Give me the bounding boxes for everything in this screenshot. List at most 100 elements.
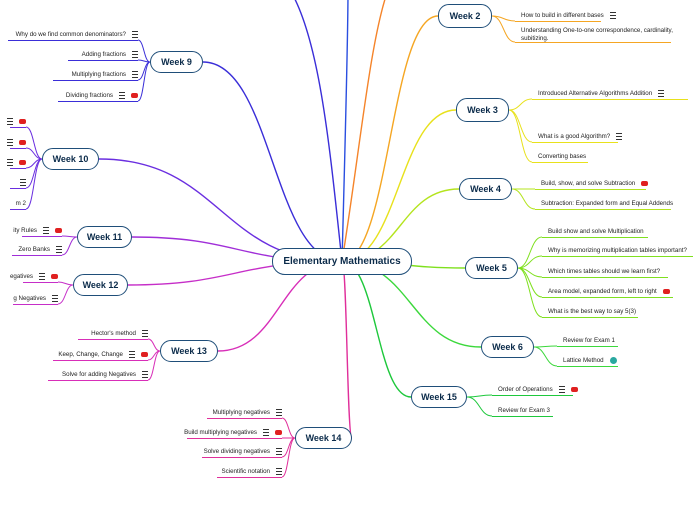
subtopic-item[interactable]: Build show and solve Multiplication [548,228,644,236]
subtopic-item[interactable]: Build, show, and solve Subtraction [541,180,649,188]
subtopic-item[interactable]: What is a good Algorithm? [538,133,623,141]
week-node[interactable]: Week 4 [459,178,512,200]
week-node[interactable]: Week 15 [411,386,467,408]
leaf-underline [532,162,588,163]
notes-icon[interactable] [56,246,62,253]
notes-icon[interactable] [20,179,26,186]
subtopic-item[interactable]: Build multiplying negatives [184,429,282,437]
notes-icon[interactable] [7,118,13,125]
subtopic-label: Keep, Change, Change [58,351,123,359]
subtopic-item[interactable]: Review for Exam 1 [563,337,615,345]
notes-icon[interactable] [616,133,623,140]
attachment-badge-icon[interactable] [275,430,282,435]
notes-icon[interactable] [658,90,665,97]
notes-icon[interactable] [276,448,282,455]
leaf-connector [61,235,78,238]
link-globe-icon[interactable] [609,357,617,364]
subtopic-item[interactable]: Which times tables should we learn first… [548,268,660,276]
notes-icon[interactable] [132,31,138,38]
notes-icon[interactable] [7,139,13,146]
notes-icon[interactable] [558,386,565,393]
attachment-badge-icon[interactable] [19,119,26,124]
subtopic-item[interactable] [1,118,26,126]
subtopic-item[interactable]: Hector's method [91,330,148,338]
subtopic-item[interactable]: Solve for adding Negatives [62,371,148,379]
attachment-badge-icon[interactable] [141,352,148,357]
attachment-badge-icon[interactable] [19,140,26,145]
subtopic-item[interactable]: Multiplying negatives [213,409,282,417]
subtopic-item[interactable]: g Negatives [13,295,58,303]
week-node[interactable]: Week 3 [456,98,509,122]
leaf-underline [23,282,58,283]
subtopic-item[interactable]: Multiplying fractions [72,71,138,79]
notes-icon[interactable] [39,273,45,280]
week-node[interactable]: Week 11 [77,226,132,248]
week-node[interactable]: Week 13 [160,340,218,362]
notes-icon[interactable] [263,429,269,436]
subtopic-item[interactable]: Why do we find common denominators? [16,31,138,39]
subtopic-item[interactable]: m 2 [16,200,26,208]
notes-icon[interactable] [132,71,138,78]
subtopic-item[interactable]: Why is memorizing multiplication tables … [548,247,687,255]
subtopic-item[interactable]: Adding fractions [82,51,138,59]
subtopic-item[interactable]: Area model, expanded form, left to right [548,288,670,296]
subtopic-item[interactable]: Subtraction: Expanded form and Equal Add… [541,200,673,208]
attachment-badge-icon[interactable] [51,274,58,279]
leaf-connector [517,267,543,318]
subtopic-label: m 2 [15,200,26,207]
notes-icon[interactable] [43,227,49,234]
subtopic-item[interactable] [1,139,26,147]
subtopic-label: Build, show, and solve Subtraction [541,180,636,187]
subtopic-item[interactable] [1,159,26,167]
subtopic-item[interactable]: Lattice Method [563,357,617,365]
week-node[interactable]: Week 10 [42,148,99,170]
subtopic-item[interactable]: Keep, Change, Change [58,351,148,359]
attachment-badge-icon[interactable] [662,288,670,294]
attachment-badge-icon[interactable] [641,180,649,186]
branch-11 [341,260,353,439]
week-node[interactable]: Week 9 [150,51,203,73]
notes-icon[interactable] [119,92,125,99]
subtopic-item[interactable]: ity Rules [13,227,62,235]
leaf-underline [68,60,138,61]
notes-icon[interactable] [276,409,282,416]
leaf-underline [217,477,282,478]
week-node[interactable]: Week 2 [438,4,492,28]
subtopic-item[interactable]: Solve dividing negatives [204,448,282,456]
notes-icon[interactable] [142,371,148,378]
notes-icon[interactable] [142,330,148,337]
notes-icon[interactable] [609,12,616,19]
leaf-underline [207,418,282,419]
subtopic-label: Multiplying negatives [212,409,270,417]
week-node[interactable]: Week 5 [465,257,518,279]
notes-icon[interactable] [52,295,58,302]
attachment-badge-icon[interactable] [570,387,578,392]
leaf-connector [508,109,533,163]
subtopic-item[interactable]: Converting bases [538,153,586,161]
subtopic-item[interactable]: Zero Banks [18,246,62,254]
week-node[interactable]: Week 6 [481,336,534,358]
subtopic-item[interactable]: egatives [10,273,58,281]
notes-icon[interactable] [7,159,13,166]
attachment-badge-icon[interactable] [131,93,138,98]
subtopic-item[interactable] [14,179,26,187]
leaf-underline [492,416,553,417]
central-topic[interactable]: Elementary Mathematics [272,248,412,275]
subtopic-item[interactable]: Review for Exam 3 [498,407,550,415]
attachment-badge-icon[interactable] [19,160,26,165]
week-node[interactable]: Week 14 [295,427,352,449]
subtopic-item[interactable]: How to build in different bases [521,12,616,20]
subtopic-item[interactable]: Order of Operations [498,386,578,394]
subtopic-item[interactable]: Understanding One-to-one correspondence,… [521,27,691,43]
week-node[interactable]: Week 12 [73,274,128,296]
subtopic-item[interactable]: Scientific notation [222,468,282,476]
subtopic-item[interactable]: Introduced Alternative Algorithms Additi… [538,90,665,98]
notes-icon[interactable] [276,468,282,475]
attachment-badge-icon[interactable] [55,228,62,233]
notes-icon[interactable] [132,51,138,58]
subtopic-item[interactable]: Dividing fractions [66,92,138,100]
branch-1 [341,109,457,263]
subtopic-item[interactable]: What is the best way to say 5(3) [548,308,636,316]
leaf-underline [22,236,62,237]
notes-icon[interactable] [129,351,135,358]
